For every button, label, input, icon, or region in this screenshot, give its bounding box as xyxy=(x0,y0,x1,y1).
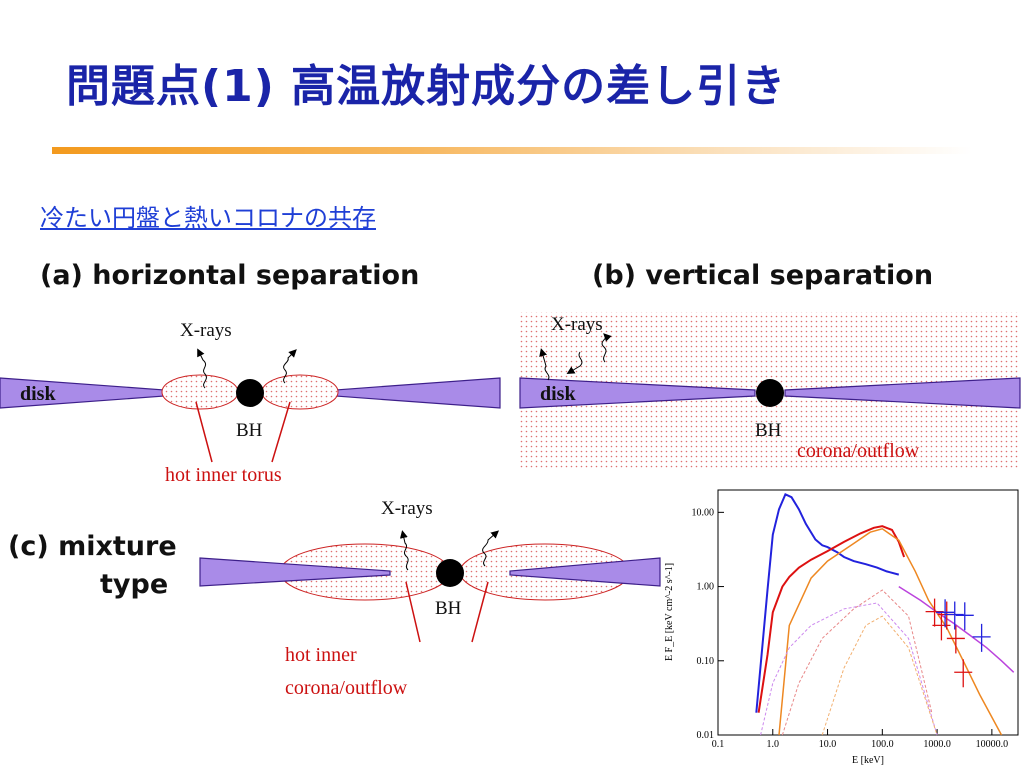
bh-label: BH xyxy=(236,420,263,441)
disk-label: disk xyxy=(20,383,56,405)
region-pointer-left xyxy=(195,401,213,463)
hot-torus-right xyxy=(261,374,339,410)
hot-torus-left xyxy=(161,374,239,410)
black-hole xyxy=(236,379,264,407)
x-tick-label: 100.0 xyxy=(871,739,894,750)
disk-left xyxy=(519,377,756,409)
panel-a-heading: (a) horizontal separation xyxy=(40,260,420,291)
spectrum-line-1 xyxy=(755,492,900,713)
y-tick-label: 0.01 xyxy=(697,730,715,741)
hot-torus-label: hot inner torus xyxy=(165,464,282,486)
slide-subtitle[interactable]: 冷たい円盤と熱いコロナの共存 xyxy=(40,204,376,232)
disk-left xyxy=(199,557,391,587)
xrays-label: X-rays xyxy=(180,320,232,341)
disk-label: disk xyxy=(540,383,576,405)
x-tick-label: 1000.0 xyxy=(923,739,951,750)
x-tick-label: 10.0 xyxy=(819,739,837,750)
model-component-1 xyxy=(781,589,933,736)
photon-squiggle-right xyxy=(283,349,297,384)
photon-squiggle-1 xyxy=(539,348,550,381)
disk-right xyxy=(334,377,501,409)
panel-c: X-rays BH hot inner corona/outflow xyxy=(199,498,661,699)
chart-ylabel: E F_E [keV cm^-2 s^-1] xyxy=(664,563,675,661)
y-tick-label: 10.00 xyxy=(692,507,715,518)
y-tick-label: 1.00 xyxy=(697,582,715,593)
black-hole xyxy=(756,379,784,407)
region-pointer-right xyxy=(271,401,291,463)
xrays-label: X-rays xyxy=(381,498,433,519)
spectrum-chart: E F_E [keV cm^-2 s^-1] E [keV] 0.1 1.0 10.… xyxy=(664,489,1019,766)
spectrum-line-2 xyxy=(757,525,906,713)
x-tick-label: 0.1 xyxy=(712,739,725,750)
photon-squiggle-right xyxy=(482,530,500,567)
model-component-3 xyxy=(821,615,938,736)
panel-a: X-rays disk BH hot inner torus xyxy=(0,320,501,486)
x-tick-label: 1.0 xyxy=(767,739,780,750)
photon-squiggle-2 xyxy=(566,351,583,375)
panel-c-heading-line1: (c) mixture xyxy=(8,531,177,562)
xrays-label: X-rays xyxy=(551,314,603,335)
black-hole xyxy=(436,559,464,587)
spectrum-line-4 xyxy=(898,585,1015,673)
bh-label: BH xyxy=(435,598,462,619)
model-component-2 xyxy=(760,602,938,736)
bh-label: BH xyxy=(755,420,782,441)
disk-right xyxy=(509,557,661,587)
photon-squiggle-left xyxy=(399,530,409,571)
y-tick-label: 0.10 xyxy=(697,656,715,667)
title-underline xyxy=(52,147,972,154)
panel-b: X-rays disk BH corona/outflow xyxy=(519,312,1021,468)
x-tick-label: 10000.0 xyxy=(976,739,1009,750)
panel-c-heading-line2: type xyxy=(100,569,169,600)
hot-region-label-line1: hot inner xyxy=(285,644,357,666)
panel-b-heading: (b) vertical separation xyxy=(592,260,934,291)
photon-squiggle-3 xyxy=(601,333,612,363)
slide-title: 問題点(1) 高温放射成分の差し引き xyxy=(66,61,787,112)
disk-right xyxy=(784,377,1021,409)
region-pointer-right xyxy=(471,581,489,643)
corona-label: corona/outflow xyxy=(797,440,920,462)
chart-xlabel: E [keV] xyxy=(852,755,884,766)
panel-c-heading: (c) mixture type xyxy=(8,528,177,604)
hot-region-label-line2: corona/outflow xyxy=(285,677,408,699)
chart-frame xyxy=(717,489,1019,736)
spectrum-line-3 xyxy=(778,527,1003,736)
region-pointer-left xyxy=(405,581,421,643)
photon-squiggle-left xyxy=(197,348,207,389)
